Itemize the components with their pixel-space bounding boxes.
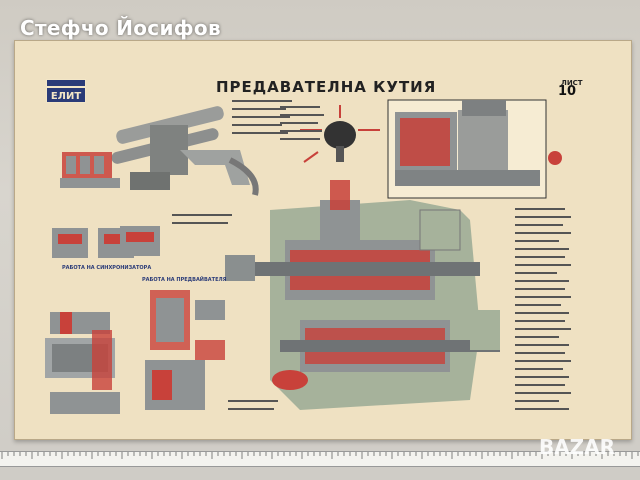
gearbox-cross-section-icon <box>225 180 500 410</box>
shift-detent-diagram-icon <box>60 152 120 188</box>
publisher-logo: ЕЛИТ <box>46 79 86 103</box>
author-watermark: Стефчо Йосифов <box>20 16 221 40</box>
shifter-valve-diagram-icon <box>145 290 225 410</box>
legend-text-block <box>515 208 571 410</box>
shifter-caption: РАБОТА НА ПРЕДВАЙВАТЕЛЯ <box>142 277 227 283</box>
logo-text: ЕЛИТ <box>51 91 82 102</box>
sheet-label: ЛИСТ <box>561 79 583 87</box>
bazar-watermark-logo: BAZAR <box>539 435 615 459</box>
center-text-block <box>172 100 324 410</box>
interlock-diagram-icon <box>52 226 160 258</box>
poster-title: ПРЕДАВАТЕЛНА КУТИЯ <box>216 78 437 96</box>
exploded-view-gear-selector-icon <box>111 106 259 196</box>
bazar-logo-text: BAZAR <box>539 435 615 459</box>
gear-stick-knob-icon <box>300 105 380 163</box>
sheet-number: 10 <box>558 84 577 99</box>
detail-inset-icon <box>387 99 562 199</box>
synchronizer-caption: РАБОТА НА СИНХРОНИЗАТОРА <box>62 265 152 271</box>
ruler <box>0 451 640 467</box>
ruler-icon <box>1 452 639 459</box>
synchronizer-diagram-icon <box>45 312 120 414</box>
